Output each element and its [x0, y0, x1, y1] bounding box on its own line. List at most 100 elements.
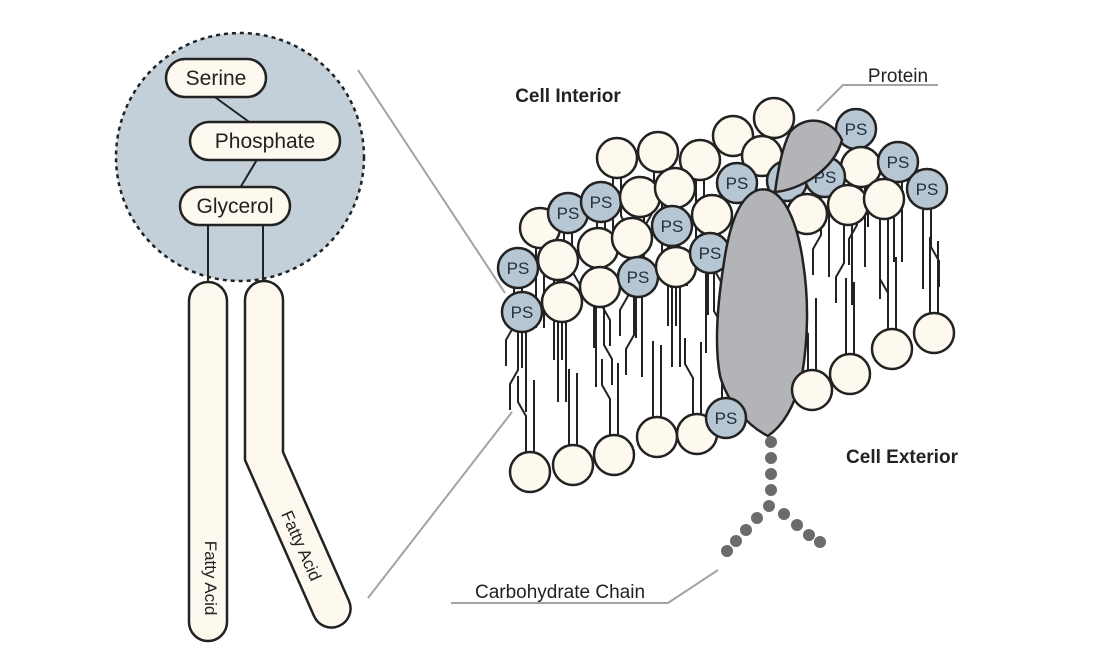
phosphatidylserine-head: PS — [905, 167, 949, 211]
phospholipid-head — [870, 327, 914, 371]
head-circle — [826, 183, 870, 227]
carbohydrate-bead — [730, 535, 742, 547]
phosphatidylserine-head: PS — [650, 204, 694, 248]
ps-marker-label: PS — [699, 244, 722, 263]
head-circle — [508, 450, 552, 494]
phospholipid-head — [711, 114, 755, 158]
ps-marker-label: PS — [845, 120, 868, 139]
head-circle — [635, 415, 679, 459]
phospholipid-head — [635, 415, 679, 459]
lipid-tail — [835, 225, 845, 303]
lipid-tail — [684, 338, 694, 414]
phospholipid-head — [826, 183, 870, 227]
phosphatidylserine-head: PS — [715, 161, 759, 205]
lipid-tail — [517, 376, 527, 452]
phospholipid-head — [610, 216, 654, 260]
carbohydrate-callout-line — [451, 569, 719, 604]
head-circle — [912, 311, 956, 355]
transmembrane-protein — [715, 188, 809, 438]
carbohydrate-bead — [721, 545, 733, 557]
phospholipid-head — [618, 175, 662, 219]
head-circle — [592, 433, 636, 477]
phosphatidylserine-head: PS — [500, 290, 544, 334]
head-circle — [618, 175, 662, 219]
phosphatidylserine-head: PS — [496, 246, 540, 290]
lipid-tail — [625, 297, 635, 375]
protein-callout-line — [816, 84, 938, 112]
lipid-tail — [509, 332, 519, 410]
zoom-pointer-lower — [367, 411, 513, 599]
zoom-pointer-lines — [357, 69, 513, 599]
glycerol-label: Glycerol — [196, 195, 273, 218]
phospholipid-head — [536, 238, 580, 282]
carbohydrate-bead — [803, 529, 815, 541]
fatty-acid-tail-straight — [187, 280, 229, 643]
ps-marker-label: PS — [726, 174, 749, 193]
carbohydrate-bead — [751, 512, 763, 524]
bottom-leaflet-heads: PS — [508, 311, 956, 494]
carbohydrate-bead — [765, 436, 777, 448]
ps-head-circle — [650, 204, 694, 248]
head-circle — [752, 96, 796, 140]
phospholipid-head — [578, 265, 622, 309]
head-circle — [595, 136, 639, 180]
carbohydrate-bead — [763, 500, 775, 512]
head-circle — [578, 265, 622, 309]
head-circle — [536, 238, 580, 282]
fatty-acid-label-1: Fatty Acid — [201, 541, 220, 616]
serine-phosphate-bond — [211, 94, 253, 125]
phospholipid-head — [690, 193, 734, 237]
ps-head-circle — [715, 161, 759, 205]
carbohydrate-chain — [721, 436, 826, 557]
phospholipid-head — [790, 368, 834, 412]
head-circle — [828, 352, 872, 396]
zoom-pointer-upper — [357, 69, 506, 294]
head-circle — [711, 114, 755, 158]
head-circle — [551, 443, 595, 487]
phosphate-glycerol-bond — [239, 157, 259, 189]
lipid-tail — [601, 359, 611, 435]
head-circle — [610, 216, 654, 260]
head-circle — [540, 280, 584, 324]
phosphate-pill — [188, 120, 342, 162]
head-circle — [636, 130, 680, 174]
phospholipid-head — [540, 280, 584, 324]
ps-marker-label: PS — [627, 268, 650, 287]
phospholipid-head — [912, 311, 956, 355]
phospholipid-head — [678, 138, 722, 182]
phospholipid-head — [592, 433, 636, 477]
protein-top-lobe — [773, 119, 844, 194]
carbohydrate-bead — [765, 452, 777, 464]
carbohydrate-bead — [765, 468, 777, 480]
ps-marker-label: PS — [511, 303, 534, 322]
phosphatidylserine-head: PS — [546, 191, 590, 235]
protein-label: Protein — [868, 66, 928, 87]
ps-marker-label: PS — [916, 180, 939, 199]
ps-head-circle — [500, 290, 544, 334]
carbohydrate-bead — [814, 536, 826, 548]
glycerol-pill — [178, 185, 292, 227]
cell-exterior-label: Cell Exterior — [846, 447, 959, 468]
phospholipid-head — [551, 443, 595, 487]
carbohydrate-bead — [765, 484, 777, 496]
phospholipid-head — [653, 166, 697, 210]
phosphatidylserine-molecule: Serine Phosphate Glycerol Fatty Acid Fat… — [114, 31, 366, 643]
head-circle — [790, 368, 834, 412]
serine-label: Serine — [186, 67, 247, 90]
phospholipid-head — [508, 450, 552, 494]
carbohydrate-bead — [778, 508, 790, 520]
head-circle — [690, 193, 734, 237]
head-circle — [653, 166, 697, 210]
fatty-acid-tail-kinked — [243, 279, 352, 629]
ps-marker-label: PS — [507, 259, 530, 278]
phospholipid-head — [752, 96, 796, 140]
ps-marker-label: PS — [715, 409, 738, 428]
cell-interior-label: Cell Interior — [515, 86, 621, 107]
carbohydrate-bead — [791, 519, 803, 531]
callouts: Protein Carbohydrate Chain Cell Interior… — [451, 66, 959, 604]
lipid-tail — [879, 253, 889, 329]
phospholipid-head — [828, 352, 872, 396]
